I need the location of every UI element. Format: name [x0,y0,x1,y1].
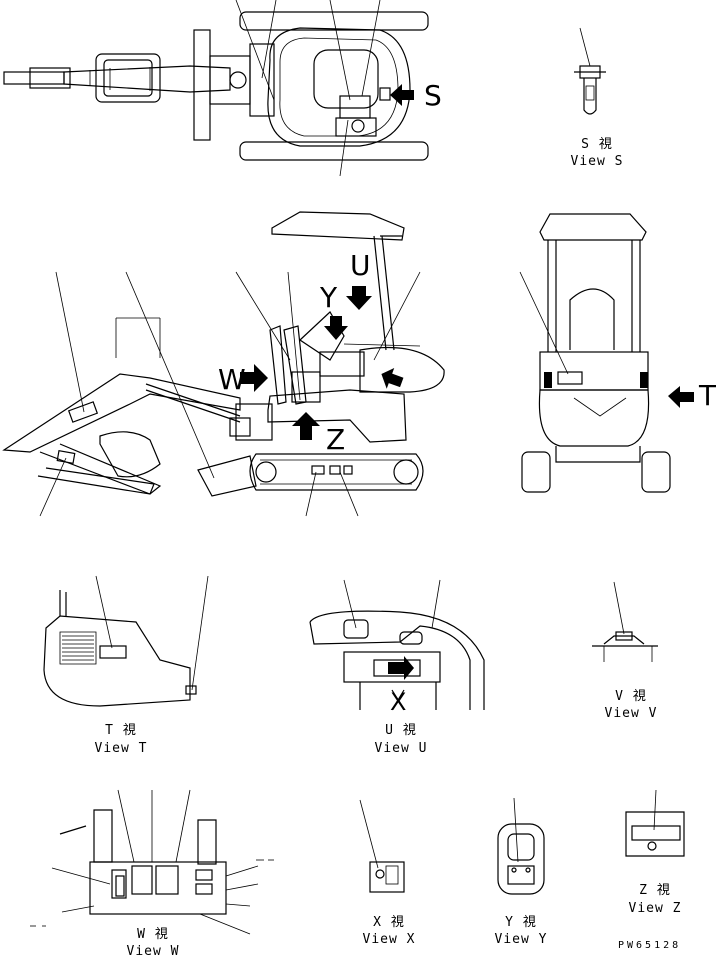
arrow-letter-u: U [350,249,371,282]
view-w-caption-en: View W [126,944,180,959]
view-x-caption-en: View X [362,932,416,947]
view-t-caption-jp: T 視 [105,723,137,738]
view-y-caption-en: View Y [494,932,548,947]
view-z-caption-en: View Z [628,901,682,916]
view-u-drawing [309,579,485,711]
view-s-drawing [574,27,606,115]
view-s-caption-en: View S [570,154,624,169]
view-u-caption-jp: U 視 [385,723,417,738]
view-z-drawing [625,789,685,857]
view-w-caption-jp: W 視 [137,927,169,942]
arrow-letter-t: T [699,379,716,412]
view-v-caption-jp: V 視 [615,689,647,704]
arrow-letter-z: Z [326,423,346,456]
view-t-caption-en: View T [94,741,148,756]
view-s-caption-jp: S 視 [581,137,613,152]
arrow-letter-x: X [390,688,407,716]
arrow-letter-y: Y [320,281,338,314]
view-y-caption-jp: Y 視 [505,915,537,930]
view-u-caption-en: View U [374,741,428,756]
top-view-drawing [3,0,429,177]
drawing-number: PW65128 [618,940,682,951]
view-z-caption-jp: Z 視 [639,883,671,898]
view-t-drawing [43,575,209,707]
rear-view-drawing [519,213,694,493]
view-v-caption-en: View V [604,706,658,721]
arrow-letter-s: S [424,79,442,112]
view-v-drawing [592,581,658,662]
view-y-drawing [497,797,545,895]
view-w-drawing [30,789,274,935]
view-x-caption-jp: X 視 [373,915,405,930]
side-view-drawing [2,211,445,517]
view-x-drawing [359,799,405,893]
arrow-letter-w: W [218,363,246,396]
